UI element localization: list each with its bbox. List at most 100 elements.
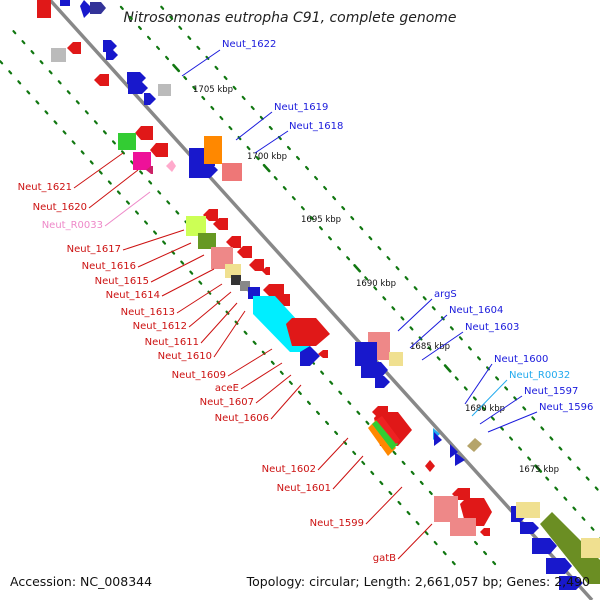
gene-label[interactable]: Neut_1601 (277, 483, 331, 494)
label-leader-line (161, 268, 215, 297)
gene-block (368, 420, 396, 456)
gene-block (376, 416, 400, 444)
tick-dot (178, 25, 183, 30)
tick-dot (180, 260, 185, 265)
tick-dot (291, 196, 296, 201)
gene-block (198, 233, 216, 249)
gene-label[interactable]: Neut_1620 (33, 202, 87, 213)
tick-dot (241, 95, 246, 101)
gene-block (516, 502, 540, 518)
gene-arrow (286, 318, 330, 346)
label-leader-line (255, 374, 292, 404)
tick-dot (153, 230, 158, 235)
gene-block (434, 496, 458, 522)
gene-label[interactable]: Neut_R0033 (42, 220, 103, 231)
tick-dot (48, 70, 53, 75)
label-leader-line (137, 242, 192, 268)
tick-dot (295, 155, 300, 161)
tick-dot (391, 306, 396, 311)
tick-dot (66, 90, 71, 95)
gene-label[interactable]: Neut_1614 (106, 290, 160, 301)
gene-arrow (189, 162, 218, 178)
gene-arrow (559, 576, 583, 590)
gene-arrow (300, 346, 320, 366)
tick-dot (119, 5, 124, 10)
gene-label[interactable]: Neut_1600 (494, 354, 548, 365)
gene-label[interactable]: Neut_1606 (215, 413, 269, 424)
tick-dot (549, 436, 554, 441)
tick-dot (228, 125, 233, 131)
gene-arrow (127, 72, 146, 84)
gene-label[interactable]: Neut_1607 (200, 397, 254, 408)
gene-arrow (203, 209, 218, 221)
tick-dot (522, 406, 527, 411)
tick-dot (397, 500, 402, 506)
gene-label[interactable]: Neut_1613 (121, 307, 175, 318)
kbp-label: 1690 kbp (356, 279, 396, 289)
gene-label[interactable]: gatB (373, 553, 396, 564)
gene-block (158, 84, 171, 96)
gene-label[interactable]: Neut_1618 (289, 121, 343, 132)
tick-dot (255, 156, 260, 161)
tick-dot (359, 226, 364, 231)
tick-dot (250, 105, 255, 111)
gene-label[interactable]: Neut_1619 (274, 102, 328, 113)
tick-dot (332, 195, 337, 201)
gene-label[interactable]: aceE (215, 383, 239, 394)
gene-label[interactable]: Neut_1597 (524, 386, 578, 397)
tick-dot (540, 426, 545, 431)
tick-dot (252, 340, 257, 345)
gene-label[interactable]: Neut_1602 (262, 464, 316, 475)
label-leader-line (200, 302, 238, 344)
gene-label[interactable]: Neut_1603 (465, 322, 519, 333)
tick-dot (406, 510, 411, 516)
tick-dot (364, 276, 369, 281)
tick-dot (309, 216, 314, 221)
tick-dot (433, 540, 438, 546)
tick-dot (490, 416, 495, 421)
gene-label[interactable]: Neut_1610 (158, 351, 212, 362)
gene-label[interactable]: Neut_R0032 (509, 370, 570, 381)
tick-dot (232, 85, 237, 91)
tick-dot (527, 456, 532, 461)
tick-dot (306, 400, 311, 405)
gene-arrow (103, 40, 117, 52)
tick-dot (458, 336, 463, 341)
tick-dot (318, 226, 323, 231)
tick-dot (44, 110, 49, 115)
tick-dot (388, 490, 393, 496)
tick-dot (422, 296, 427, 301)
gene-label[interactable]: Neut_1609 (172, 370, 226, 381)
gene-label[interactable]: Neut_1617 (67, 244, 121, 255)
gene-label[interactable]: Neut_1611 (145, 337, 199, 348)
gene-label[interactable]: Neut_1616 (82, 261, 136, 272)
gene-label[interactable]: Neut_1622 (222, 39, 276, 50)
tick-dot (386, 256, 391, 261)
gene-label[interactable]: argS (434, 289, 457, 300)
tick-dot (495, 376, 500, 381)
tick-dot (146, 35, 151, 41)
gene-arrow (144, 93, 156, 105)
tick-dot (424, 530, 429, 536)
tick-dot (196, 45, 201, 50)
tick-dot (0, 60, 4, 65)
gene-label[interactable]: Neut_1615 (95, 276, 149, 287)
kbp-label: 1695 kbp (301, 215, 341, 225)
gene-label[interactable]: Neut_1599 (310, 518, 364, 529)
gene-label[interactable]: Neut_1596 (539, 402, 593, 413)
tick-dot (328, 236, 333, 241)
gene-label[interactable]: Neut_1604 (449, 305, 503, 316)
kbp-label: 1685 kbp (410, 342, 450, 352)
tick-dot (187, 35, 192, 40)
label-leader-line (176, 283, 223, 314)
gene-label[interactable]: Neut_1612 (133, 321, 187, 332)
tick-dot (223, 75, 228, 81)
gene-arrow (263, 284, 284, 296)
tick-dot (481, 406, 486, 411)
label-leader-line (487, 411, 538, 433)
gene-label[interactable]: Neut_1621 (18, 182, 72, 193)
label-leader-line (409, 314, 448, 349)
tick-dot (171, 250, 176, 255)
tick-dot (329, 380, 334, 385)
tick-dot (365, 420, 370, 425)
